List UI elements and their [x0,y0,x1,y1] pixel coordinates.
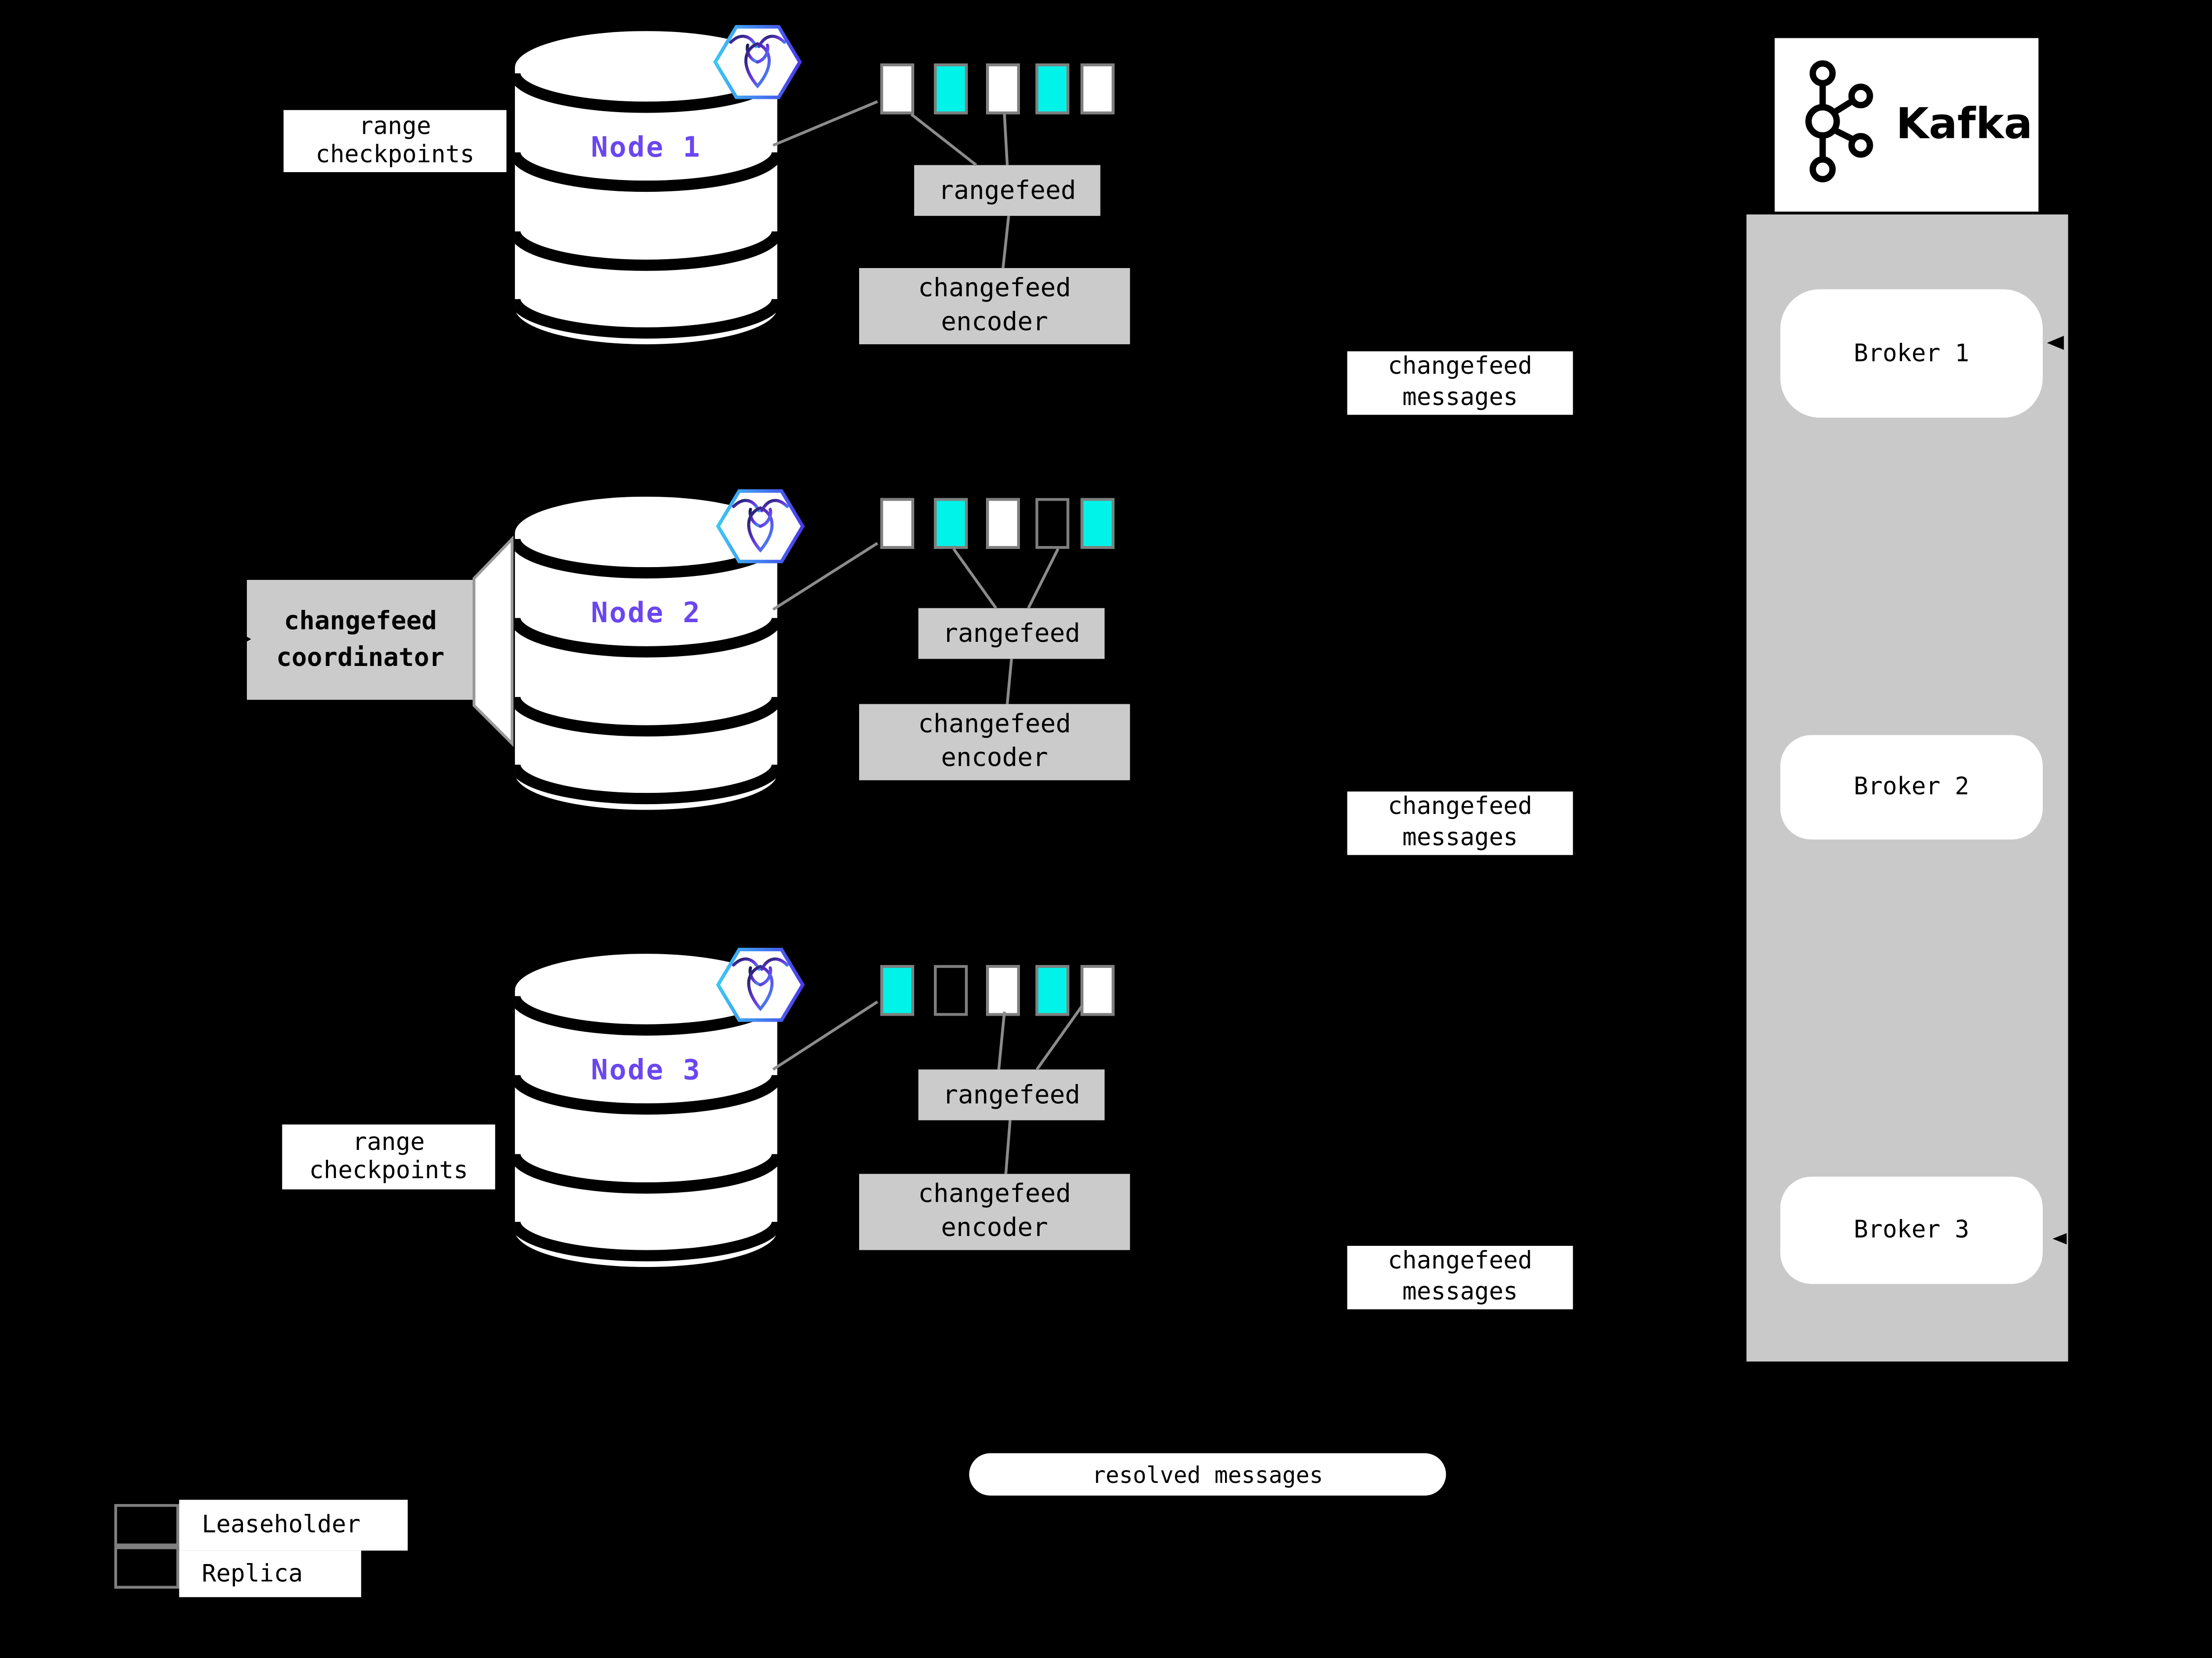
changefeed-encoder-box-node1: changefeed encoder [859,268,1130,344]
node1-label: Node 1 [591,129,702,164]
encoder-line2: encoder [941,743,1048,774]
node3-label: Node 3 [591,1052,702,1086]
arrowhead-icon [241,633,251,645]
messages-line2: messages [1402,823,1518,852]
cockroach-icon [732,499,789,553]
coordinator-line1: changefeed [284,606,437,636]
database-cylinder-node1 [515,31,777,344]
messages-line1: changefeed [1388,1247,1532,1276]
kafka-logo-box: Kafka [1774,38,2039,212]
range-block [986,63,1020,115]
resolved-messages-pill: resolved messages [969,1453,1446,1496]
legend-replica-label: Replica [179,1550,361,1598]
range-checkpoints-line2: checkpoints [315,141,475,170]
messages-line1: changefeed [1388,793,1532,821]
range-checkpoints-line1: range [352,1128,425,1157]
arrowhead-icon [2047,335,2064,350]
range-checkpoints-label-node1: range checkpoints [283,110,507,172]
changefeed-encoder-box-node3: changefeed encoder [859,1174,1130,1250]
legend-leaseholder-swatch [114,1504,179,1547]
range-block [1035,63,1070,115]
cockroachdb-hexagon-icon [716,947,805,1022]
range-block [1080,63,1115,115]
range-block [986,965,1020,1016]
encoder-line2: encoder [941,1213,1048,1243]
messages-line2: messages [1402,383,1518,412]
broker-2: Broker 2 [1780,735,2043,840]
database-cylinder-node3 [515,954,777,1267]
node2-label: Node 2 [591,595,702,630]
rangefeed-box-node1: rangefeed [914,165,1101,216]
legend-replica-swatch [114,1546,179,1589]
range-block [880,498,914,549]
broker-1: Broker 1 [1780,289,2043,418]
range-checkpoints-line1: range [359,113,431,141]
range-block [986,498,1020,549]
connector-lines [772,100,1083,1174]
range-block [1035,498,1070,549]
cockroachdb-hexagon-icon [713,25,802,99]
range-block [934,498,968,549]
range-block [1035,965,1070,1016]
encoder-line1: changefeed [918,273,1071,303]
cockroachdb-hexagon-icon [716,489,805,564]
changefeed-coordinator-box: changefeed coordinator [247,580,474,700]
messages-line1: changefeed [1388,353,1532,381]
arrowhead-icon [2052,1233,2067,1245]
cockroach-icon [732,957,789,1011]
encoder-line1: changefeed [918,1179,1071,1209]
messages-line2: messages [1402,1277,1518,1306]
coordinator-panel-shape [472,535,514,747]
range-block [1080,498,1115,549]
encoder-line2: encoder [941,307,1048,337]
range-checkpoints-line2: checkpoints [309,1157,468,1185]
kafka-logo-icon [1805,60,1873,182]
range-block [934,965,968,1016]
changefeed-messages-label-2: changefeed messages [1347,791,1573,855]
range-block [880,63,914,115]
broker-3: Broker 3 [1780,1176,2043,1284]
rangefeed-box-node3: rangefeed [918,1069,1105,1120]
range-block [1080,965,1115,1016]
cockroach-icon [729,34,786,89]
changefeed-encoder-box-node2: changefeed encoder [859,704,1130,781]
changefeed-messages-label-3: changefeed messages [1347,1245,1573,1310]
rangefeed-box-node2: rangefeed [918,608,1105,659]
coordinator-line2: coordinator [276,642,445,672]
range-checkpoints-label-node3: range checkpoints [282,1124,495,1190]
kafka-title: Kafka [1896,100,2033,150]
legend-leaseholder-label: Leaseholder [179,1500,408,1551]
changefeed-messages-label-1: changefeed messages [1347,351,1573,415]
encoder-line1: changefeed [918,709,1071,740]
range-block [880,965,914,1016]
range-block [934,63,968,115]
